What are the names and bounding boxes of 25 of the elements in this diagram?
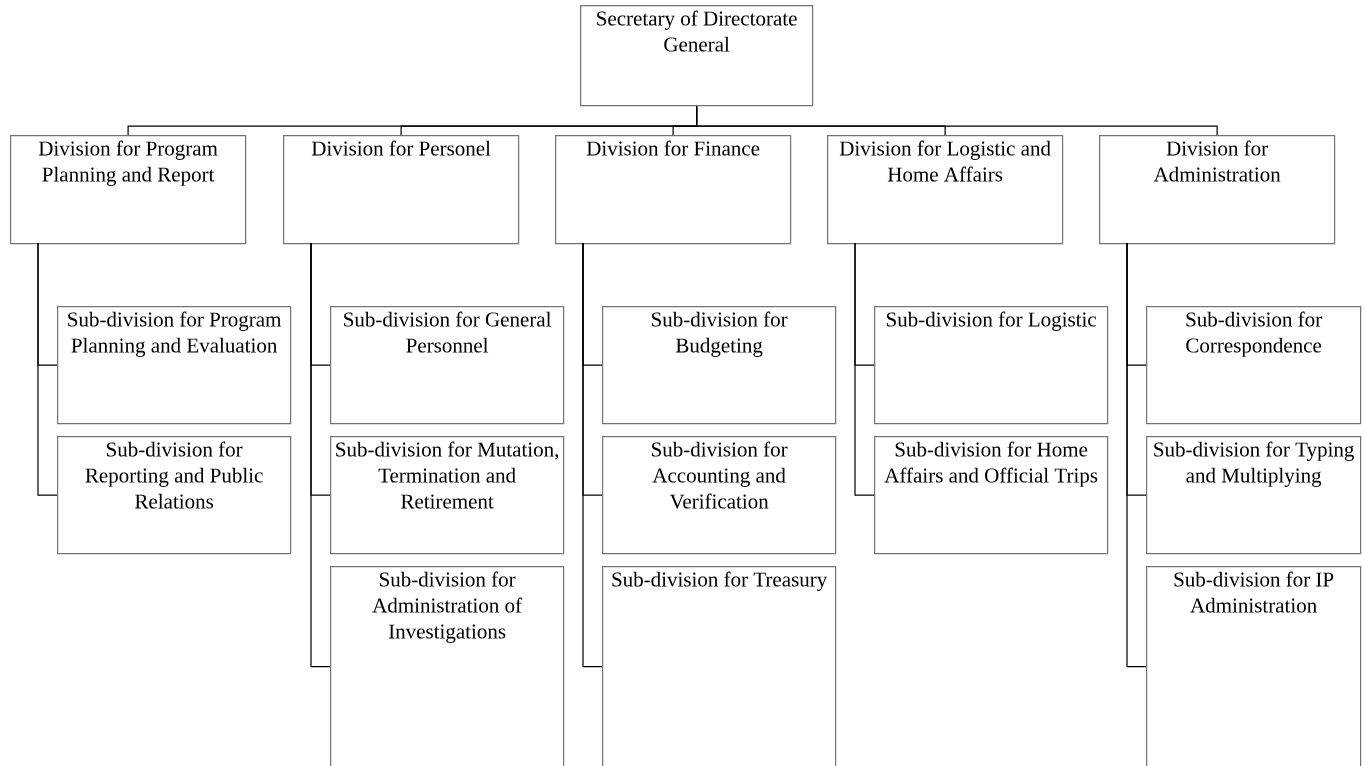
subdivision-box: Sub-division for Reporting and Public Relations — [57, 436, 292, 555]
division-box: Division for Personel — [283, 135, 520, 245]
connector-line — [582, 242, 603, 668]
connector-line — [37, 242, 58, 496]
subdivision-box: Sub-division for Accounting and Verification — [602, 436, 837, 555]
subdivision-box: Sub-division for General Personnel — [330, 306, 565, 425]
subdivision-box: Sub-division for Budgeting — [602, 306, 837, 425]
subdivision-box: Sub-division for Treasury — [602, 566, 837, 766]
subdivision-box: Sub-division for Administration of Investigations — [330, 566, 565, 766]
division-box: Division for Logistic and Home Affairs — [827, 135, 1064, 245]
division-box: Division for Finance — [555, 135, 792, 245]
subdivision-box: Sub-division for IP Administration — [1146, 566, 1362, 766]
subdivision-box: Sub-division for Typing and Multiplying — [1146, 436, 1362, 555]
subdivision-box: Sub-division for Home Affairs and Official Trips — [874, 436, 1109, 555]
connector-line — [696, 105, 1218, 136]
division-box: Division for Administration — [1099, 135, 1336, 245]
division-box: Division for Program Planning and Report — [10, 135, 247, 245]
subdivision-box: Sub-division for Mutation, Termination and Retirement — [330, 436, 565, 555]
connector-line — [310, 242, 331, 668]
subdivision-box: Sub-division for Program Planning and Evaluation — [57, 306, 292, 425]
subdivision-box: Sub-division for Correspondence — [1146, 306, 1362, 425]
secretary-box: Secretary of Directorate General — [580, 5, 814, 107]
subdivision-box: Sub-division for Logistic — [874, 306, 1109, 425]
connector-line — [1126, 242, 1147, 668]
connector-line — [854, 242, 875, 496]
